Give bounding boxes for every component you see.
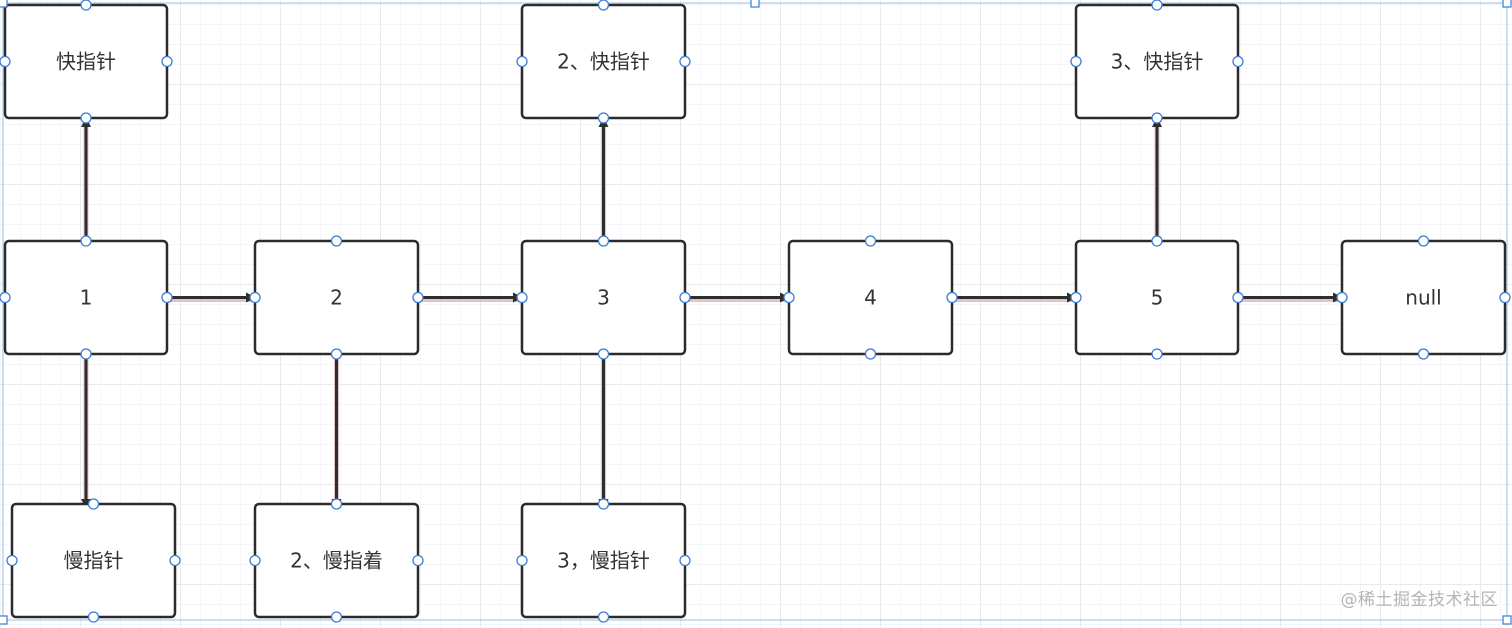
- connection-handle[interactable]: [330, 611, 343, 623]
- node-label: 1: [80, 286, 93, 310]
- connection-handle[interactable]: [87, 611, 100, 623]
- connection-handle[interactable]: [1151, 348, 1163, 360]
- connection-handle[interactable]: [412, 554, 424, 567]
- connection-handle[interactable]: [1336, 291, 1348, 304]
- connection-handle[interactable]: [0, 291, 11, 304]
- connection-handle[interactable]: [679, 554, 691, 567]
- connection-handle[interactable]: [516, 554, 528, 567]
- connection-handle[interactable]: [80, 348, 92, 360]
- connection-handle[interactable]: [330, 235, 343, 247]
- connection-handle[interactable]: [946, 291, 958, 304]
- connection-handle[interactable]: [783, 291, 795, 304]
- connection-handle[interactable]: [169, 554, 181, 567]
- node-slow3[interactable]: 3，慢指针: [520, 502, 687, 619]
- connection-handle[interactable]: [1151, 0, 1163, 11]
- connection-handle[interactable]: [80, 0, 92, 11]
- connection-handle[interactable]: [330, 348, 343, 360]
- node-fast2[interactable]: 2、快指针: [520, 3, 687, 120]
- connection-handle[interactable]: [864, 348, 877, 360]
- node-n2[interactable]: 2: [253, 239, 420, 356]
- connection-handle[interactable]: [80, 112, 92, 124]
- node-label: 2: [330, 286, 343, 310]
- connection-handle[interactable]: [1232, 291, 1244, 304]
- node-label: 5: [1151, 286, 1164, 310]
- node-label: 慢指针: [64, 549, 124, 573]
- connection-handle[interactable]: [597, 0, 610, 11]
- node-nnull[interactable]: null: [1340, 239, 1507, 356]
- node-label: 3: [597, 286, 610, 310]
- connection-handle[interactable]: [80, 235, 92, 247]
- connection-handle[interactable]: [597, 498, 610, 510]
- node-label: 2、慢指着: [290, 549, 383, 573]
- connection-handle[interactable]: [1232, 55, 1244, 68]
- node-n5[interactable]: 5: [1074, 239, 1240, 356]
- resize-handle[interactable]: [750, 0, 760, 8]
- watermark: @稀土掘金技术社区: [1340, 590, 1498, 610]
- resize-handle[interactable]: [1502, 615, 1512, 625]
- edges-layer: [81, 117, 1343, 510]
- connection-handle[interactable]: [679, 55, 691, 68]
- connection-handle[interactable]: [597, 112, 610, 124]
- node-label: 快指针: [56, 50, 116, 74]
- connection-handle[interactable]: [0, 55, 11, 68]
- connection-handle[interactable]: [597, 235, 610, 247]
- resize-handle[interactable]: [1502, 0, 1512, 8]
- connection-handle[interactable]: [249, 291, 261, 304]
- connection-handle[interactable]: [1499, 291, 1511, 304]
- connection-handle[interactable]: [161, 55, 173, 68]
- node-fast3[interactable]: 3、快指针: [1074, 3, 1240, 120]
- connection-handle[interactable]: [161, 291, 173, 304]
- node-n1[interactable]: 1: [3, 239, 169, 356]
- node-label: 3，慢指针: [557, 549, 650, 573]
- connection-handle[interactable]: [516, 291, 528, 304]
- connection-handle[interactable]: [249, 554, 261, 567]
- node-n3[interactable]: 3: [520, 239, 687, 356]
- connection-handle[interactable]: [1151, 235, 1163, 247]
- resize-handle[interactable]: [0, 615, 8, 625]
- node-slow1[interactable]: 慢指针: [10, 502, 177, 619]
- node-label: 2、快指针: [557, 50, 650, 74]
- node-label: null: [1405, 286, 1441, 310]
- node-slow2[interactable]: 2、慢指着: [253, 502, 420, 619]
- connection-handle[interactable]: [597, 611, 610, 623]
- node-n4[interactable]: 4: [787, 239, 954, 356]
- connection-handle[interactable]: [412, 291, 424, 304]
- connection-handle[interactable]: [597, 348, 610, 360]
- resize-handle[interactable]: [0, 0, 8, 8]
- connection-handle[interactable]: [1070, 55, 1082, 68]
- connection-handle[interactable]: [1151, 112, 1163, 124]
- connection-handle[interactable]: [679, 291, 691, 304]
- connection-handle[interactable]: [516, 55, 528, 68]
- connection-handle[interactable]: [6, 554, 18, 567]
- node-fast1[interactable]: 快指针: [3, 3, 169, 120]
- connection-handle[interactable]: [864, 235, 877, 247]
- connection-handle[interactable]: [87, 498, 100, 510]
- node-label: 4: [864, 286, 877, 310]
- connection-handle[interactable]: [1417, 348, 1430, 360]
- connection-handle[interactable]: [1070, 291, 1082, 304]
- connection-handle[interactable]: [1417, 235, 1430, 247]
- connection-handle[interactable]: [330, 498, 343, 510]
- node-label: 3、快指针: [1111, 50, 1204, 74]
